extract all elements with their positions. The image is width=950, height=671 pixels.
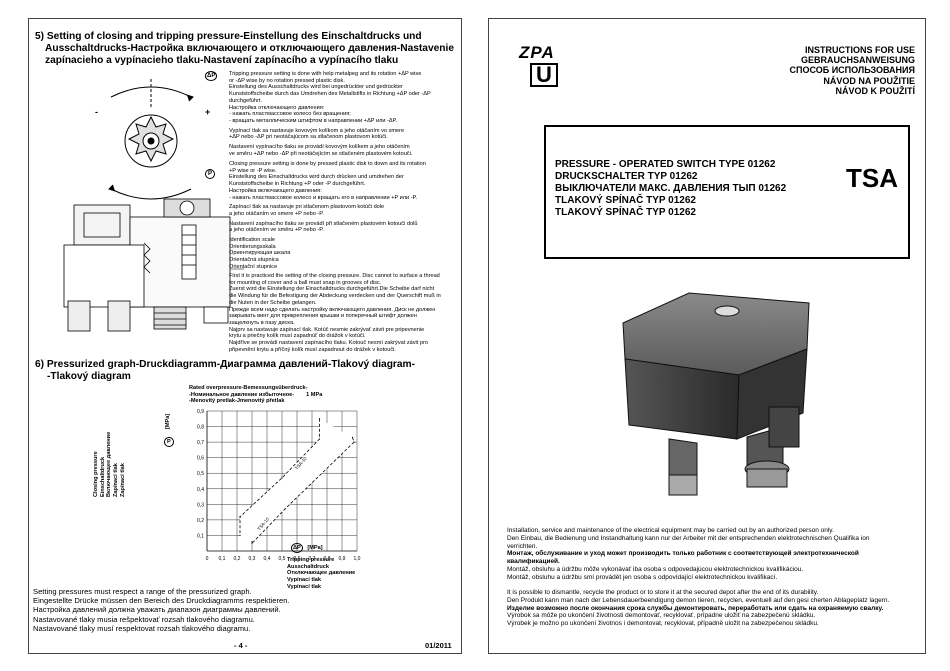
minus-label: - xyxy=(95,107,98,117)
y-tick-label: 0,9 xyxy=(197,409,204,415)
zpa-logo: ZPA U xyxy=(519,43,573,87)
product-code: TSA xyxy=(846,163,898,193)
y-tick-label: 0,5 xyxy=(197,471,204,477)
page-date: 01/2011 xyxy=(425,641,452,650)
switch-cutaway-illustration xyxy=(63,198,244,332)
y-tick-label: 0,3 xyxy=(197,502,204,508)
closing-text: Closing pressure setting is done by pres… xyxy=(229,161,426,234)
x-tick-label: 0,7 xyxy=(309,556,316,562)
first-setting-text: First it is practiced the setting of the… xyxy=(229,273,441,353)
x-tick-label: 1,0 xyxy=(354,556,361,562)
instructions-titles: INSTRUCTIONS FOR USE GEBRAUCHSANWEISUNG … xyxy=(789,45,916,96)
logo-text: ZPA xyxy=(519,43,555,62)
ylabel-symbol: P xyxy=(164,437,174,447)
p-symbol-1: P xyxy=(205,169,216,179)
y-tick-label: 0,6 xyxy=(197,456,204,462)
chart-point xyxy=(318,438,321,440)
x-tick-label: 0,5 xyxy=(279,556,286,562)
chart-point xyxy=(351,436,354,439)
identification-text: Identification scale Orientierungsskala … xyxy=(229,237,291,270)
y-tick-label: 0,1 xyxy=(197,533,204,539)
xlabel-block: ΔP [MPa] xyxy=(291,543,323,553)
chart-point xyxy=(318,418,321,420)
x-tick-label: 0,8 xyxy=(324,556,331,562)
x-tick-label: 0,9 xyxy=(339,556,346,562)
xlabel-unit: [MPa] xyxy=(307,545,323,551)
disposal-text: It is possible to dismantle, recycle the… xyxy=(507,589,890,628)
pressure-switch-photo xyxy=(622,292,810,496)
y-tick-label: 0,4 xyxy=(197,487,204,493)
dp-symbol-1: ΔP xyxy=(205,71,218,81)
x-tick-label: 0,1 xyxy=(219,556,226,562)
chart-point xyxy=(281,477,283,479)
dial-illustration xyxy=(108,79,194,200)
pressure-chart: 0 0,1 0,2 0,3 0,4 0,5 0,6 0,7 0,8 0,9 1,0 0,1 0,2 0,3… xyxy=(197,409,361,562)
y-tick-label: 0,2 xyxy=(197,518,204,524)
chart-point xyxy=(284,508,286,510)
rated-overpressure: Rated overpressure-Bemessungsüberdruck- … xyxy=(189,385,323,405)
tripping-text: Tripping pressure setting is done with h… xyxy=(229,71,431,157)
section6-title: 6) Pressurized graph-Druckdiagramm-Диагр… xyxy=(35,359,416,382)
x-tick-label: 0,2 xyxy=(234,556,241,562)
left-page: 5) Setting of closing and tripping press… xyxy=(28,18,462,654)
chart-ylabel: Closing pressure Einschaltdruck Включающ… xyxy=(93,431,126,497)
chart-point xyxy=(353,441,355,443)
setting-notes: Setting pressures must respect a range o… xyxy=(33,587,290,633)
x-tick-label: 0,4 xyxy=(264,556,271,562)
chart-series-line-1 xyxy=(239,418,320,536)
x-tick-label: 0,6 xyxy=(294,556,301,562)
chart-xlabel: Tripping pressure Ausschaltdruck Отключа… xyxy=(287,557,356,590)
logo-u: U xyxy=(530,63,558,87)
product-lines: PRESSURE - OPERATED SWITCH TYPE 01262 DR… xyxy=(555,159,787,218)
x-tick-label: 0,3 xyxy=(249,556,256,562)
chart-point xyxy=(251,542,253,544)
plus-label: + xyxy=(205,107,211,117)
xlabel-symbol: ΔP xyxy=(291,543,303,553)
y-tick-label: 0,8 xyxy=(197,425,204,431)
section5-title: 5) Setting of closing and tripping press… xyxy=(35,31,455,66)
right-page: ZPA U INSTRUCTIONS FOR USE GEBRAUCHSANWE… xyxy=(488,18,926,654)
chart-point xyxy=(251,541,253,543)
chart-point xyxy=(239,516,241,518)
product-title-box: PRESSURE - OPERATED SWITCH TYPE 01262 DR… xyxy=(544,125,910,259)
page-number: - 4 - xyxy=(234,641,248,650)
chart-band xyxy=(240,418,354,544)
y-tick-label: 0,7 xyxy=(197,440,204,446)
installation-text: Installation, service and maintenance of… xyxy=(507,527,870,581)
x-tick-label: 0 xyxy=(206,556,209,562)
chart-point xyxy=(239,534,241,537)
